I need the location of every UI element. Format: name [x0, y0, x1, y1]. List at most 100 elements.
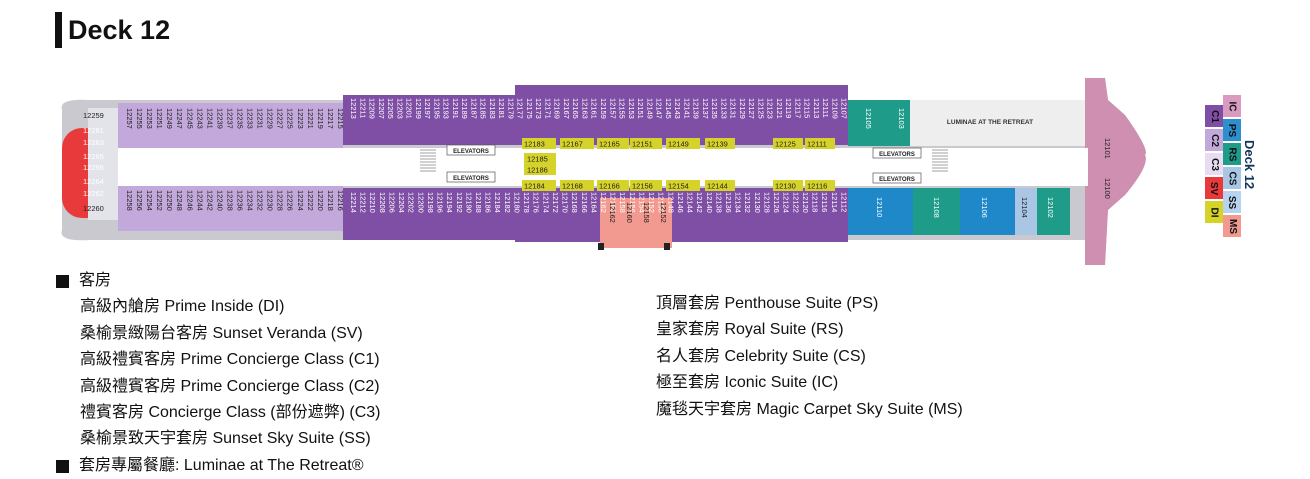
mid-top-cabin-number: 12199 [414, 98, 423, 119]
mid-top-cabin-number: 12203 [395, 98, 404, 119]
aft-top-cabin-number: 12225 [286, 108, 295, 129]
prime-inside-cabin [805, 138, 835, 149]
mid-top-cabin-number: 12177 [516, 98, 525, 119]
mid-top-cabin-number: 12173 [534, 98, 543, 119]
mid-top-cabin-number: 12205 [386, 98, 395, 119]
aft-top-cabin-number: 12245 [185, 108, 194, 129]
mid-bottom-cabin-number: 12204 [397, 192, 406, 213]
key-code-label: C1 [1208, 109, 1220, 123]
corridor [118, 148, 1088, 186]
mid-bottom-cabin-number: 12190 [464, 192, 473, 213]
mid-bottom-cabin-number: 12196 [436, 192, 445, 213]
inner-cabin-number: 12184 [524, 182, 545, 191]
inner-cabin-number: 12168 [562, 182, 583, 191]
mid-top-cabin-number: 12135 [710, 98, 719, 119]
aft-bottom-cabin-number: 12256 [135, 190, 144, 211]
elevator-box [872, 147, 922, 159]
aft-bottom-cabin-number: 12228 [276, 190, 285, 211]
mid-bottom-cabin-number: 12148 [666, 192, 675, 213]
mid-bottom-cabin-number: 12140 [705, 192, 714, 213]
elevator-label: ELEVATORS [453, 176, 489, 182]
aft-top-cabin-number: 12235 [236, 108, 245, 129]
key-code-label: CS [1226, 171, 1238, 185]
mid-top-cabin-number: 12195 [432, 98, 441, 119]
aft-top-cabin-number: 12227 [276, 108, 285, 129]
aft-bottom-cabin-number: 12230 [266, 190, 275, 211]
aft-cabin-number: 12266 [83, 163, 104, 172]
key-cell-c2: C2 [1205, 129, 1223, 151]
mid-bottom-cabin-number: 12176 [532, 192, 541, 213]
mid-top-cabin-number: 12125 [756, 98, 765, 119]
ms-cabin-number: 12158 [642, 202, 651, 223]
mid-top-cabin-number: 12109 [830, 98, 839, 119]
aft-top-cabin-number: 12251 [155, 108, 164, 129]
mid-bottom-cabin-number: 12144 [686, 192, 695, 213]
aft-top-cabin-number: 12219 [316, 108, 325, 129]
mid-top-cabin-number: 12193 [442, 98, 451, 119]
mid-bottom-cabin-number: 12164 [589, 192, 598, 213]
mid-top-cabin-number: 12169 [553, 98, 562, 119]
mid-bottom-cabin-number: 12138 [714, 192, 723, 213]
mid-bottom-cabin-number: 12118 [811, 192, 820, 212]
mid-bottom-cabin-number: 12128 [762, 192, 771, 213]
ms-cabin-number: 12162 [608, 202, 617, 223]
page-title: Deck 12 [68, 15, 171, 45]
stair-marker [598, 243, 604, 250]
key-cell-c3: C3 [1205, 153, 1223, 175]
legend-item-cs: 名人套房 Celebrity Suite (CS) [656, 347, 866, 365]
aft-bottom-cabin-number: 12222 [306, 190, 315, 211]
key-cell-ic: IC [1223, 95, 1241, 117]
legend-item-c1: 高級禮賓客房 Prime Concierge Class (C1) [80, 351, 380, 369]
prime-inside-cabin [705, 138, 735, 149]
mid-bottom-cabin-number: 12142 [695, 192, 704, 213]
inner-cabin-number: 12151 [632, 140, 653, 149]
inner-cabin-number: 12185 [527, 155, 548, 164]
legend-item-sv: 桑榆景緻陽台客房 Sunset Veranda (SV) [80, 324, 363, 342]
aft-bottom-cabin-number: 12216 [336, 190, 345, 211]
legend-item-ss: 桑榆景致天宇套房 Sunset Sky Suite (SS) [80, 430, 371, 448]
mid-bottom-cabin-number: 12178 [522, 192, 531, 213]
prime-inside-cabin [630, 138, 662, 149]
key-code-label: IC [1226, 101, 1238, 111]
stair-marker [664, 243, 670, 250]
key-cell-c1: C1 [1205, 105, 1223, 127]
mid-top-cabin-number: 12191 [451, 98, 460, 119]
aft-top-band [118, 103, 343, 148]
aft-bottom-cabin-number: 12226 [286, 190, 295, 211]
mid-top-cabin-number: 12183 [488, 98, 497, 119]
mid-bottom-cabin-number: 12198 [426, 192, 435, 213]
inner-cabin-number: 12130 [775, 182, 796, 191]
key-code-label: SV [1208, 181, 1220, 195]
dining-label: LUMINAE AT THE RETREAT [947, 119, 1033, 126]
royal-suite-block [913, 188, 960, 235]
dining-heading: 套房專屬餐廳: Luminae at The Retreat® [79, 456, 364, 474]
aft-bottom-cabin-number: 12244 [195, 190, 204, 211]
aft-bottom-cabin-number: 12258 [125, 190, 134, 211]
mid-bottom-cabin-number: 12168 [570, 192, 579, 213]
mid-bottom-cabin-number: 12152 [647, 192, 656, 213]
mid-top-cabin-number: 12145 [664, 98, 673, 119]
key-cell-ps: PS [1223, 119, 1241, 141]
mid-bottom-cabin-number: 12214 [349, 192, 358, 213]
mid-top-cabin-number: 12189 [460, 98, 469, 119]
mid-bottom-cabin-number: 12134 [734, 192, 743, 213]
mid-bottom-cabin-number: 12114 [830, 192, 839, 212]
mid-bottom-cabin-number: 12166 [580, 192, 589, 213]
legend-item-di: 高級內艙房 Prime Inside (DI) [80, 298, 285, 316]
aft-bottom-cabin-number: 12242 [205, 190, 214, 211]
mid-bottom-cabin-number: 12160 [609, 192, 618, 213]
celebrity-suite-block [1015, 188, 1037, 235]
prime-inside-cabin [560, 138, 594, 149]
mid-bottom-cabin-number: 12182 [503, 192, 512, 213]
mid-top-cabin-number: 12157 [608, 98, 617, 119]
aft-top-cabin-number: 12233 [246, 108, 255, 129]
fwd-suite-number: 12108 [932, 197, 941, 218]
key-code-label: DI [1208, 207, 1220, 217]
prime-inside-cabin [666, 138, 700, 149]
key-cell-ms: MS [1223, 215, 1241, 237]
inner-cabin-number: 12166 [599, 182, 620, 191]
bow-suite-area [1085, 78, 1146, 265]
mid-bottom-cabin-number: 12158 [618, 192, 627, 213]
mid-top-cabin-number: 12167 [562, 98, 571, 119]
mid-top-cabin-number: 12129 [738, 98, 747, 119]
